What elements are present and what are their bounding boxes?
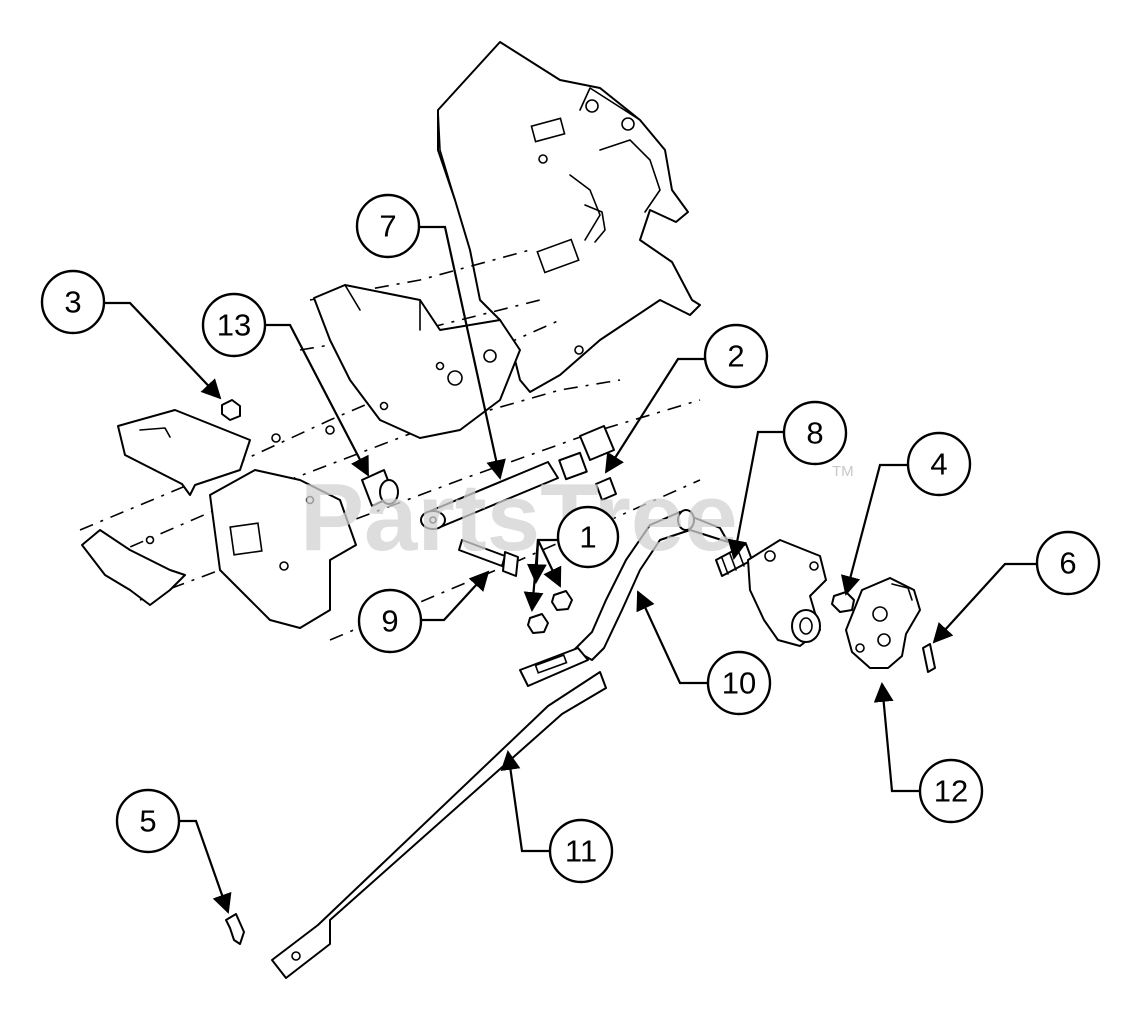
callout-6: 6	[1035, 530, 1101, 596]
callout-12-label: 12	[934, 774, 968, 809]
callout-2: 2	[703, 323, 769, 389]
callout-9-label: 9	[381, 604, 398, 639]
part-1-nuts	[527, 590, 573, 634]
callout-11-label: 11	[565, 834, 597, 869]
part-5-clip	[225, 913, 245, 945]
part-9-bolt	[458, 539, 519, 577]
part-10-lever	[519, 509, 729, 687]
callout-7-label: 7	[379, 209, 396, 244]
callout-12: 12	[918, 758, 984, 824]
callout-10: 10	[706, 650, 772, 716]
callout-13: 13	[201, 292, 267, 358]
callout-3-label: 3	[64, 285, 81, 320]
part-4-nut	[831, 591, 855, 613]
callout-9: 9	[357, 588, 423, 654]
watermark: PartsTree TM	[300, 463, 854, 571]
callout-8: 8	[782, 400, 848, 466]
part-12-detent-plate	[845, 577, 921, 669]
callout-7: 7	[355, 193, 421, 259]
callout-3: 3	[40, 269, 106, 335]
callout-13-label: 13	[217, 308, 251, 343]
callout-4: 4	[906, 431, 972, 497]
part-11-control-rod	[271, 671, 607, 979]
part-6-cotter-pin	[922, 643, 936, 673]
callout-4-label: 4	[930, 447, 947, 482]
part-7-pivot-rod	[420, 451, 588, 530]
callout-11: 11	[548, 818, 614, 884]
leader-lines	[103, 225, 1037, 914]
part-2-bolt	[579, 425, 617, 501]
watermark-trademark: TM	[832, 463, 854, 480]
part-3-hex-nut	[221, 399, 241, 421]
callout-10-label: 10	[722, 666, 756, 701]
part-13-spacer	[361, 469, 399, 507]
callout-1: 1	[556, 505, 620, 569]
lever-bracket	[747, 539, 827, 647]
callout-5: 5	[115, 788, 181, 854]
callout-2-label: 2	[727, 339, 744, 374]
upper-mounting-bracket	[437, 41, 701, 393]
tractor-frame	[79, 249, 701, 641]
callout-8-label: 8	[806, 416, 823, 451]
callout-5-label: 5	[139, 804, 156, 839]
callout-6-label: 6	[1059, 546, 1076, 581]
callout-1-label: 1	[579, 520, 596, 555]
watermark-text: PartsTree	[300, 464, 738, 571]
